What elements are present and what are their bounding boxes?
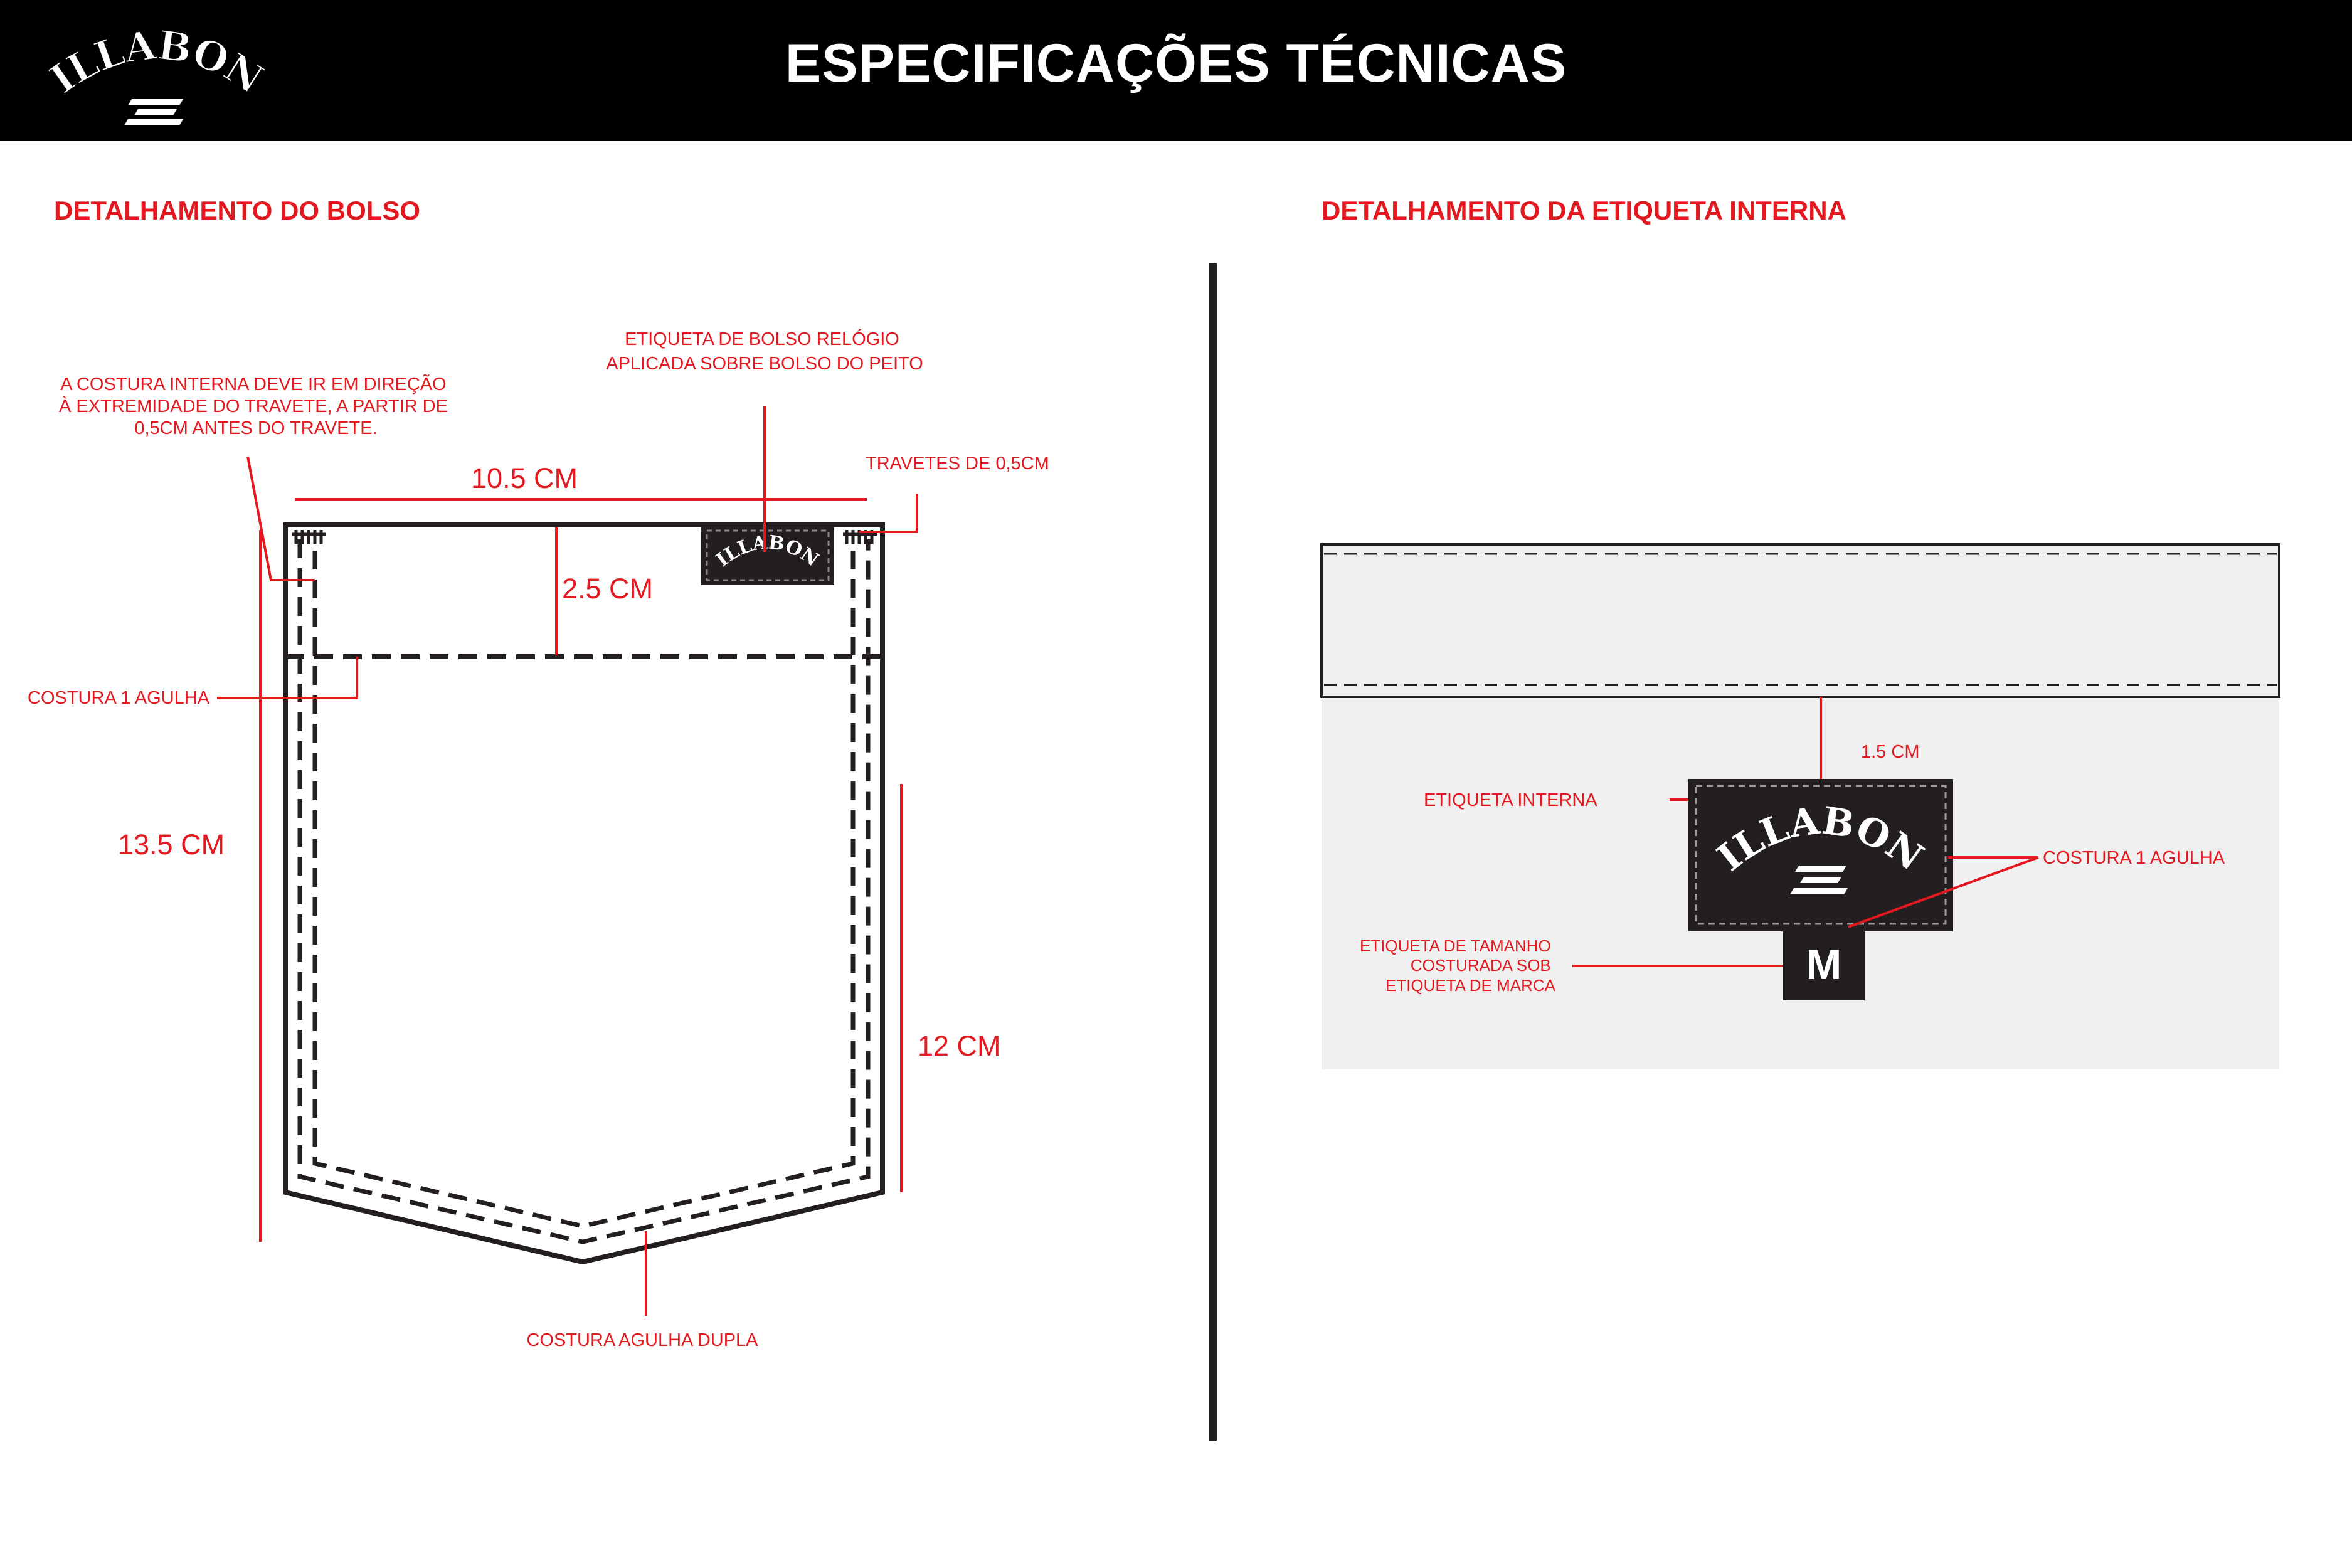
note-pocket-label-line-1: ETIQUETA DE BOLSO RELÓGIO <box>625 329 899 349</box>
pocket-brand-tag: BILLABONG <box>0 0 834 585</box>
page-title: ESPECIFICAÇÕES TÉCNICAS <box>785 33 1567 93</box>
note-size-label-line-1: ETIQUETA DE TAMANHO <box>1360 936 1551 955</box>
note-inner-seam: A COSTURA INTERNA DEVE IR EM DIREÇÃO À E… <box>59 373 453 438</box>
double-needle-outer <box>297 539 871 1244</box>
note-bartacks: TRAVETES DE 0,5CM <box>866 453 1049 474</box>
dim-total-height: 13.5 CM <box>118 829 225 861</box>
double-needle-inner <box>312 551 856 1229</box>
size-label <box>1783 927 1865 1000</box>
billabong-logo: BILLABONG <box>44 25 270 125</box>
header-bar: BILLABONG ESPECIFICAÇÕES TÉCNICAS <box>0 0 2352 141</box>
note-inner-seam-line-1: A COSTURA INTERNA DEVE IR EM DIREÇÃO <box>60 373 447 395</box>
pocket-section-title: DETALHAMENTO DO BOLSO <box>54 196 421 225</box>
bartack-left <box>292 530 326 544</box>
internal-brand-logo-mark <box>1790 866 1848 894</box>
note-single-needle: COSTURA 1 AGULHA <box>28 688 210 708</box>
dim-width: 10.5 CM <box>471 462 578 494</box>
label-leaders <box>1572 697 2039 967</box>
size-label-text: M <box>1806 941 1842 988</box>
note-double-needle: COSTURA AGULHA DUPLA <box>526 1330 758 1350</box>
note-inner-seam-line-3: 0,5CM ANTES DO TRAVETE. <box>134 418 377 438</box>
label-section-title: DETALHAMENTO DA ETIQUETA INTERNA <box>1322 196 1846 225</box>
dim-label-offset: 1.5 CM <box>1861 742 1919 762</box>
note-pocket-label-line-2: APLICADA SOBRE BOLSO DO PEITO <box>606 354 923 374</box>
pocket-drawing: BILLABONG <box>0 0 886 1265</box>
dim-side-height: 12 CM <box>918 1030 1001 1062</box>
note-size-label-line-2: COSTURADA SOB <box>1411 956 1551 975</box>
pocket-outline <box>283 522 885 1265</box>
note-inner-seam-line-2: À EXTREMIDADE DO TRAVETE, A PARTIR DE <box>59 396 448 416</box>
collar-band <box>1320 543 2280 698</box>
note-pocket-label: ETIQUETA DE BOLSO RELÓGIO APLICADA SOBRE… <box>606 329 923 374</box>
bartack-right <box>843 530 877 544</box>
svg-text:BILLABONG: BILLABONG <box>0 0 823 571</box>
note-internal-label: ETIQUETA INTERNA <box>1424 790 1597 810</box>
pocket-leaders <box>217 406 918 1316</box>
note-size-label: ETIQUETA DE TAMANHO COSTURADA SOB ETIQUE… <box>1360 936 1556 995</box>
note-label-single-needle: COSTURA 1 AGULHA <box>2043 848 2225 868</box>
dim-opening: 2.5 CM <box>562 573 653 605</box>
note-size-label-line-3: ETIQUETA DE MARCA <box>1385 976 1556 995</box>
label-drawing: M BILLABONG <box>1320 543 2280 1069</box>
